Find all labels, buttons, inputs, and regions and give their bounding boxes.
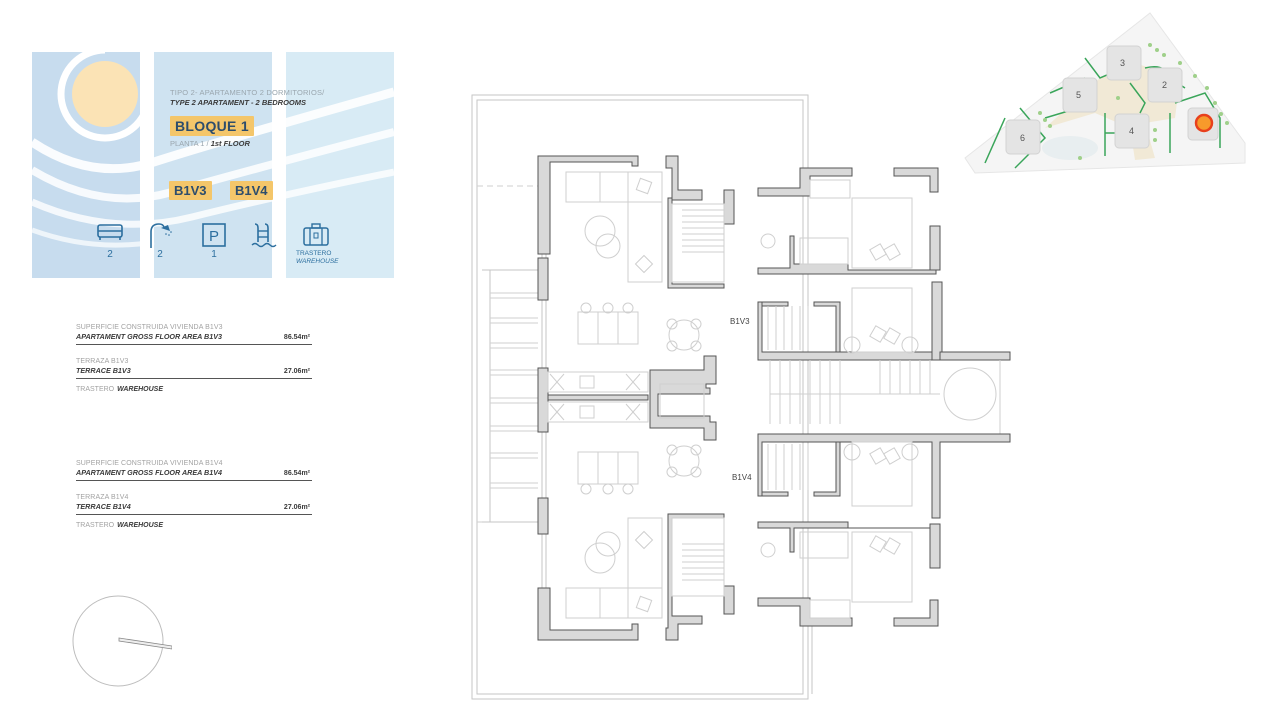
terrace-area-row: TERRAZA B1V3 TERRACE B1V3 27.06m²: [76, 358, 312, 379]
amenity-warehouse: TRASTERO WAREHOUSE: [296, 222, 339, 266]
building-2: [1147, 67, 1183, 103]
warehouse-icon: [303, 223, 329, 246]
bedrooms-count: 2: [107, 249, 113, 260]
card-panel-middle: [154, 52, 272, 278]
warehouse-label-es: TRASTERO: [76, 522, 115, 529]
block-badge: BLOQUE 1: [170, 116, 254, 136]
site-location-map: 3 2 5 4 6: [945, 8, 1265, 213]
site-block-label-4: 4: [1129, 126, 1135, 136]
type-label-en: TYPE 2 APARTAMENT - 2 BEDROOMS: [170, 98, 306, 107]
current-block-marker: [1194, 113, 1214, 133]
stair-lower: [767, 444, 809, 490]
shower-icon: [150, 223, 172, 248]
site-block-label-6: 6: [1020, 133, 1026, 143]
pool-icon: [251, 223, 277, 248]
terrace-label-es: TERRAZA B1V4: [76, 494, 129, 501]
parking-icon: P: [202, 223, 226, 247]
bathroom-upper: [671, 203, 725, 283]
terrace-label-es: TERRAZA B1V3: [76, 358, 129, 365]
site-map-drawing: [964, 12, 1246, 174]
building-6: [1005, 119, 1041, 155]
warehouse-label-es: TRASTERO: [296, 250, 332, 257]
site-block-label-5: 5: [1076, 90, 1082, 100]
terrace-area-row: TERRAZA B1V4 TERRACE B1V4 27.06m²: [76, 494, 312, 515]
amenity-bathrooms: 2: [140, 222, 180, 260]
gross-area-row: SUPERFICIE CONSTRUIDA VIVIENDA B1V3 APAR…: [76, 324, 312, 345]
type-label-es: TIPO 2- APARTAMENTO 2 DORMITORIOS/: [170, 88, 325, 97]
floor-plan: .l{fill:none;stroke:#c6c6c6;stroke-width…: [471, 94, 1011, 700]
warehouse-label: TRASTERO WAREHOUSE: [296, 250, 339, 266]
unit-label-b1v3: B1V3: [730, 317, 750, 326]
bathrooms-count: 2: [157, 249, 163, 260]
parking-count: 1: [211, 249, 217, 260]
north-compass-icon: [72, 595, 172, 687]
building-4: [1114, 113, 1150, 149]
site-block-label-3: 3: [1120, 58, 1126, 68]
unit-badge-b1v4: B1V4: [230, 181, 273, 200]
gross-area-label-es: SUPERFICIE CONSTRUIDA VIVIENDA B1V4: [76, 460, 223, 467]
gross-area-label-es: SUPERFICIE CONSTRUIDA VIVIENDA B1V3: [76, 324, 223, 331]
unit-badge-b1v3: B1V3: [169, 181, 212, 200]
terrace-label-en: TERRACE B1V4: [76, 502, 131, 511]
apartment-info-card: TIPO 2- APARTAMENTO 2 DORMITORIOS/ TYPE …: [32, 52, 394, 278]
area-table-b1v3: SUPERFICIE CONSTRUIDA VIVIENDA B1V3 APAR…: [76, 324, 312, 409]
amenity-pool: [244, 222, 284, 248]
amenity-bedrooms: 2: [90, 222, 130, 260]
area-table-b1v4: SUPERFICIE CONSTRUIDA VIVIENDA B1V4 APAR…: [76, 460, 312, 545]
gross-area-label-en: APARTAMENT GROSS FLOOR AREA B1V4: [76, 468, 223, 477]
floor-label-en: 1st FLOOR: [210, 139, 250, 148]
terrace-area-value: 27.06m²: [283, 368, 310, 375]
gross-area-row: SUPERFICIE CONSTRUIDA VIVIENDA B1V4 APAR…: [76, 460, 312, 481]
amenity-parking: P 1: [194, 222, 234, 260]
svg-text:P: P: [209, 228, 219, 245]
balcony-slats: [490, 292, 538, 489]
gross-area-value: 86.54m²: [283, 470, 310, 477]
site-block-label-2: 2: [1162, 80, 1168, 90]
floor-label: PLANTA 1 / 1st FLOOR: [170, 139, 250, 148]
warehouse-label-en: WAREHOUSE: [117, 386, 164, 393]
central-stair: [769, 360, 1001, 434]
building-5: [1062, 77, 1098, 113]
building-3: [1106, 45, 1142, 81]
stair-upper: [767, 306, 809, 350]
gross-area-label-en: APARTAMENT GROSS FLOOR AREA B1V3: [76, 332, 223, 341]
unit-label-b1v4: B1V4: [732, 473, 752, 482]
warehouse-label-en: WAREHOUSE: [117, 522, 164, 529]
bed-icon: [97, 224, 123, 240]
gross-area-value: 86.54m²: [283, 334, 310, 341]
terrace-label-en: TERRACE B1V3: [76, 366, 131, 375]
warehouse-label-es: TRASTERO: [76, 386, 115, 393]
warehouse-label-en: WAREHOUSE: [296, 258, 339, 265]
bathroom-lower: [671, 517, 725, 597]
terrace-area-value: 27.06m²: [283, 504, 310, 511]
floor-label-es: PLANTA 1 /: [170, 139, 211, 148]
